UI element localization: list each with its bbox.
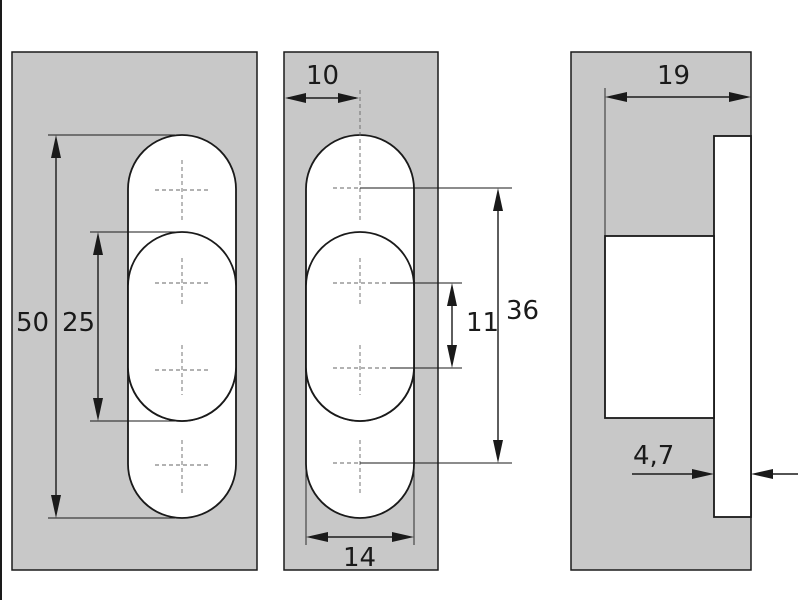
side-front-view: 10 11 36 14 <box>283 51 539 573</box>
arrow-down <box>93 398 103 421</box>
arrow-right <box>338 93 359 103</box>
side-inner-oval <box>305 231 415 422</box>
dim-label-inner-height: 25 <box>62 308 95 338</box>
arrow-down <box>447 345 457 368</box>
profile-body <box>604 235 715 419</box>
arrow-left <box>285 93 306 103</box>
arrow-right <box>392 532 414 542</box>
arrow-up <box>93 232 103 255</box>
dim-label-depth: 19 <box>657 61 690 91</box>
arrow-right <box>729 92 751 102</box>
front-inner-oval <box>127 231 237 422</box>
arrow-up <box>493 188 503 211</box>
arrow-right <box>692 469 714 479</box>
arrow-left <box>605 92 627 102</box>
front-view: 50 25 <box>11 51 258 571</box>
arrow-down <box>493 440 503 463</box>
dim-label-hole-spacing-small: 11 <box>466 308 499 338</box>
arrow-down <box>51 495 61 518</box>
dim-label-top-offset: 10 <box>306 61 339 91</box>
dim-label-width: 14 <box>343 543 376 573</box>
profile-flange <box>713 135 752 518</box>
dim-label-hole-spacing-large: 36 <box>506 296 539 326</box>
arrow-up <box>447 283 457 306</box>
dim-label-flange-thickness: 4,7 <box>633 441 674 471</box>
arrow-up <box>51 135 61 158</box>
dim-label-overall-height: 50 <box>16 308 49 338</box>
arrow-left <box>306 532 328 542</box>
front-center-marks <box>155 160 210 495</box>
arrow-left <box>751 469 773 479</box>
side-profile-view: 19 4,7 <box>570 51 798 571</box>
